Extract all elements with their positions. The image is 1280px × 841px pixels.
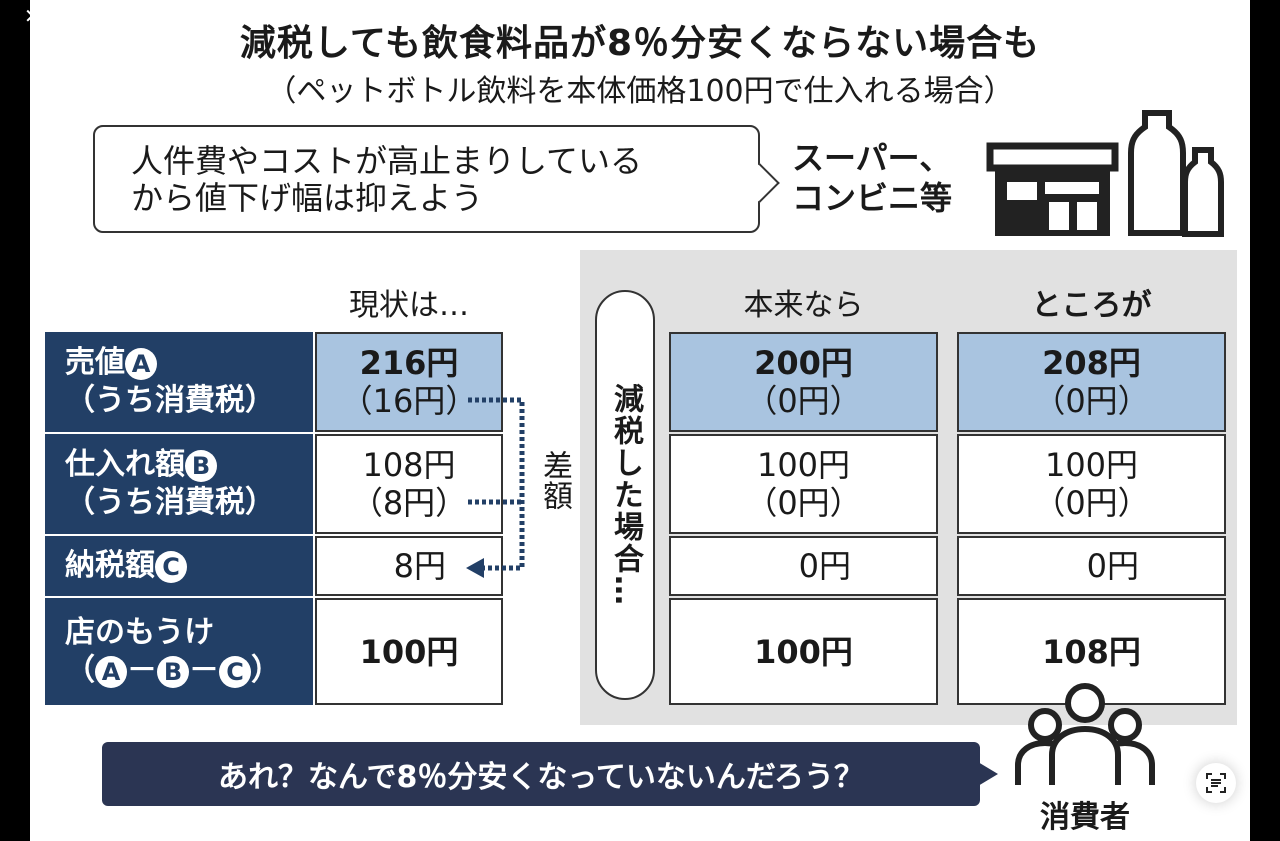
cell-value: 100円 [359, 632, 459, 671]
value-cell: 108円（8円） [315, 434, 503, 534]
value-cell: 0円 [669, 536, 938, 596]
value-cell: 100円 [669, 598, 938, 705]
store-bottles-icon [986, 110, 1224, 237]
column-header-actual: ところが [1031, 288, 1152, 323]
reduced-tax-label: 減税した場合… [595, 290, 655, 700]
label-text: （うち消費税） [65, 383, 275, 418]
value-cell: 200円（0円） [669, 332, 938, 432]
store-label-line: コンビニ等 [792, 179, 953, 217]
subtitle: （ペットボトル飲料を本体価格100円で仕入れる場合） [266, 74, 1014, 109]
value-cell: 100円（0円） [669, 434, 938, 534]
close-icon[interactable]: ✕ [24, 4, 41, 28]
label-text: 仕入れ額 [65, 447, 185, 482]
cell-tax: （0円） [745, 484, 862, 522]
cell-tax: （8円） [350, 484, 468, 522]
cell-value: 100円 [754, 632, 853, 671]
cell-tax: （16円） [340, 382, 478, 420]
label-text: 店のもうけ [65, 614, 215, 650]
difference-label: 差額 [537, 450, 572, 510]
label-text: （ [65, 652, 95, 688]
value-cell: 100円（0円） [957, 434, 1226, 534]
consumer-question-banner: あれ？なんで8％分安くなっていないんだろう？ [102, 742, 998, 806]
label-text: 売値 [65, 345, 125, 380]
cell-value: 108円 [362, 446, 456, 484]
store-label: スーパー、 コンビニ等 [792, 138, 952, 218]
label-text: ） [251, 652, 281, 688]
label-text: 納税額 [65, 548, 155, 583]
mark-a: A [95, 655, 127, 688]
cell-value: 0円 [798, 547, 851, 585]
title: 減税しても飲食料品が8％分安くならない場合も [239, 23, 1041, 64]
mark-b: B [157, 655, 189, 688]
cell-value: 8円 [393, 547, 446, 585]
consumer-label: 消費者 [1040, 800, 1130, 835]
row-label-profit: 店のもうけ （A－B－C） [45, 598, 313, 705]
store-label-line: スーパー、 [792, 139, 952, 177]
cell-value: 100円 [756, 446, 851, 484]
cell-tax: （0円） [1033, 382, 1150, 420]
mark-a: A [125, 348, 157, 380]
speech-bubble: 人件費やコストが高止まりしている から値下げ幅は抑えよう [93, 125, 760, 233]
cell-tax: （0円） [1033, 484, 1150, 522]
label-text: － [189, 652, 219, 688]
cell-value: 216円 [359, 344, 459, 382]
label-text: （うち消費税） [65, 485, 275, 520]
value-cell: 108円 [957, 598, 1226, 705]
mark-c: C [155, 551, 187, 583]
cell-value: 208円 [1042, 344, 1141, 382]
cell-value: 108円 [1042, 632, 1141, 671]
column-header-current: 現状は… [349, 288, 469, 323]
cell-value: 100円 [1044, 446, 1139, 484]
mark-b: B [185, 450, 217, 482]
bubble-line: から値下げ幅は抑えよう [131, 179, 484, 217]
label-text: － [127, 652, 157, 688]
value-cell: 0円 [957, 536, 1226, 596]
cell-value: 0円 [1086, 547, 1139, 585]
difference-arrow [466, 397, 525, 578]
text-scan-button[interactable] [1196, 763, 1236, 803]
mark-c: C [219, 655, 251, 688]
value-cell: 100円 [315, 598, 503, 705]
column-header-expected: 本来なら [743, 288, 864, 323]
value-cell: 216円（16円） [315, 332, 503, 432]
consumers-icon [1015, 683, 1155, 785]
cell-value: 200円 [754, 344, 853, 382]
bubble-line: 人件費やコストが高止まりしている [131, 142, 643, 180]
cell-tax: （0円） [745, 382, 862, 420]
value-cell: 208円（0円） [957, 332, 1226, 432]
text-scan-icon [1206, 773, 1226, 793]
